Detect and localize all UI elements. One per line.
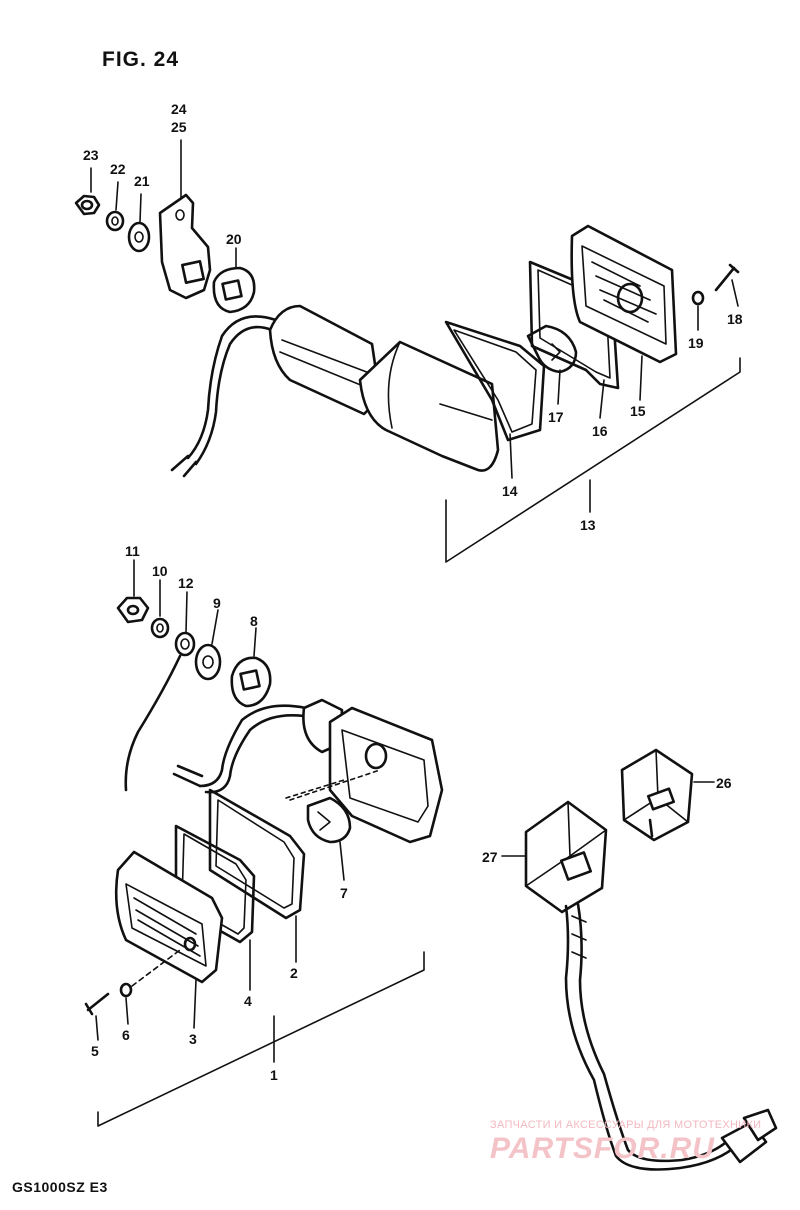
callout-19: 19 <box>688 335 704 351</box>
bracket-13 <box>445 357 741 563</box>
callout-21: 21 <box>134 173 150 189</box>
callout-10: 10 <box>152 563 168 579</box>
bracket-24-25 <box>158 193 212 300</box>
upper-wire <box>186 315 278 460</box>
washer-9 <box>194 643 222 681</box>
callout-14: 14 <box>502 483 518 499</box>
screw-5 <box>84 992 110 1016</box>
washer-6 <box>119 982 133 998</box>
callout-3: 3 <box>189 1031 197 1047</box>
housing-13 <box>358 340 500 472</box>
model-code: GS1000SZ E3 <box>12 1179 108 1195</box>
callout-numbers: 23 22 21 24 25 20 18 19 15 17 16 14 13 1… <box>83 101 743 1083</box>
callout-7: 7 <box>340 885 348 901</box>
callout-9: 9 <box>213 595 221 611</box>
callout-23: 23 <box>83 147 99 163</box>
leader-lines <box>90 139 739 1063</box>
callout-15: 15 <box>630 403 646 419</box>
lens-15 <box>570 224 678 364</box>
lens-3 <box>114 850 224 984</box>
callout-25: 25 <box>171 119 187 135</box>
callout-27: 27 <box>482 849 498 865</box>
nut-11 <box>116 596 150 624</box>
gasket-14 <box>444 320 546 442</box>
callout-16: 16 <box>592 423 608 439</box>
callout-13: 13 <box>580 517 596 533</box>
watermark-tagline: ЗАПЧАСТИ И АКСЕССУАРЫ ДЛЯ МОТОТЕХНИКИ <box>490 1119 761 1131</box>
callout-6: 6 <box>122 1027 130 1043</box>
lock-washer-22 <box>105 210 125 232</box>
ring-terminal-12 <box>124 631 196 792</box>
lower-turn-signal-assembly <box>84 596 444 1016</box>
callout-22: 22 <box>110 161 126 177</box>
lock-washer-10 <box>150 617 170 639</box>
grommet-8 <box>230 656 272 708</box>
nut-23 <box>74 194 101 216</box>
relay-26 <box>620 748 694 842</box>
washer-21 <box>127 221 151 253</box>
washer-19 <box>691 290 705 306</box>
callout-1: 1 <box>270 1067 278 1083</box>
callout-11: 11 <box>125 543 140 559</box>
screw-18 <box>714 263 740 292</box>
callout-26: 26 <box>716 775 732 791</box>
watermark-brand: PARTSFOR.RU <box>490 1132 715 1165</box>
callout-4: 4 <box>244 993 252 1009</box>
bracket-1 <box>97 951 425 1127</box>
bulb-7 <box>306 796 352 844</box>
callout-20: 20 <box>226 231 242 247</box>
relay-27 <box>524 800 608 914</box>
watermark: ЗАПЧАСТИ И АКСЕССУАРЫ ДЛЯ МОТОТЕХНИКИ PA… <box>490 1119 761 1165</box>
callout-8: 8 <box>250 613 258 629</box>
upper-turn-signal-assembly <box>74 193 740 478</box>
callout-18: 18 <box>727 311 743 327</box>
gasket-2 <box>208 788 306 920</box>
grommet-20 <box>212 266 256 314</box>
relay-harness <box>564 902 778 1171</box>
housing-1 <box>302 698 444 844</box>
callout-12: 12 <box>178 575 194 591</box>
bulb-17 <box>526 324 578 374</box>
callout-2: 2 <box>290 965 298 981</box>
callout-17: 17 <box>548 409 564 425</box>
callout-5: 5 <box>91 1043 99 1059</box>
lower-wire <box>198 704 308 788</box>
figure-title: FIG. 24 <box>102 48 179 71</box>
callout-24: 24 <box>171 101 187 117</box>
